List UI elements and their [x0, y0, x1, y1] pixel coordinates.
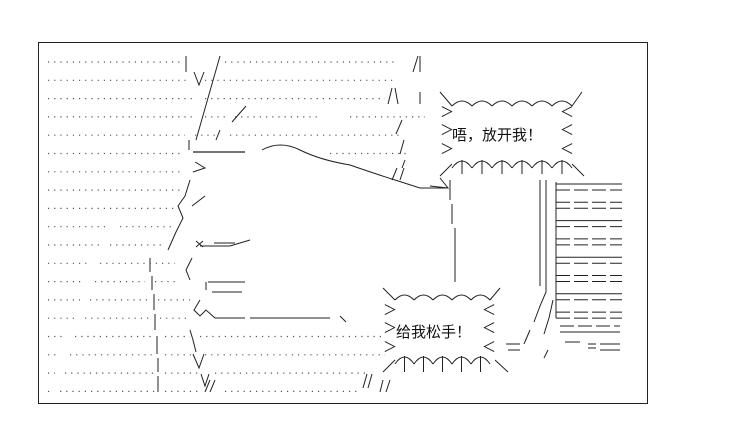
body-outline — [449, 180, 456, 282]
bubble-top-lower-edge — [439, 160, 585, 177]
bubble-top-right-mark: ＜ — [560, 142, 574, 158]
v-mark — [192, 353, 210, 388]
arm-outline — [167, 179, 191, 251]
bubble-bottom-left-mark: ＞ — [383, 303, 397, 319]
speech-bubble-bottom-text: 给我松手！ — [396, 323, 472, 341]
edge-mark — [204, 379, 216, 393]
arrow-mark — [192, 161, 207, 173]
bubble-top-right-mark: ＜ — [560, 105, 574, 121]
finger-line — [199, 309, 347, 323]
speech-bubble-top-text: 唔，放开我！ — [452, 126, 543, 144]
bubble-bottom-left-mark: ＞ — [383, 321, 397, 337]
bracket-mark — [189, 329, 197, 353]
vertical-line — [149, 258, 159, 392]
bracket-mark — [387, 87, 421, 105]
equals-mark — [506, 343, 520, 351]
bubble-bottom-right-mark: ＜ — [482, 321, 496, 337]
finger-line — [200, 239, 251, 247]
bracket-mark — [185, 56, 190, 150]
bubble-bottom-lower-edge — [382, 356, 509, 373]
hand-outline — [429, 177, 450, 189]
bubble-top-left-mark: ＞ — [440, 105, 454, 121]
stripe-line — [565, 341, 620, 351]
arm-line — [191, 195, 206, 207]
hair-strand-line — [195, 55, 221, 141]
finger-outline — [185, 257, 193, 281]
bubble-bottom-right-mark: ＜ — [482, 340, 496, 356]
bubble-bottom-left-mark: ＞ — [383, 340, 397, 356]
edge-mark — [412, 55, 421, 73]
x-mark — [195, 240, 204, 248]
v-mark — [193, 71, 205, 87]
hand-outline — [261, 144, 448, 189]
finger-line — [205, 281, 245, 293]
body-outline — [523, 180, 554, 345]
bubble-top-upper-edge — [439, 91, 583, 107]
bubble-top-left-mark: ＞ — [440, 142, 454, 158]
finger-outline — [193, 299, 201, 317]
bubble-top-right-mark: ＜ — [560, 123, 574, 139]
edge-mark — [391, 119, 406, 181]
bubble-top-left-mark: ＞ — [440, 123, 454, 139]
hair-strand-line — [215, 105, 247, 141]
bubble-bottom-right-mark: ＜ — [482, 303, 496, 319]
bubble-bottom-upper-edge — [382, 287, 501, 301]
edge-mark — [543, 349, 549, 359]
art-frame — [38, 42, 648, 404]
edge-mark — [362, 373, 391, 393]
